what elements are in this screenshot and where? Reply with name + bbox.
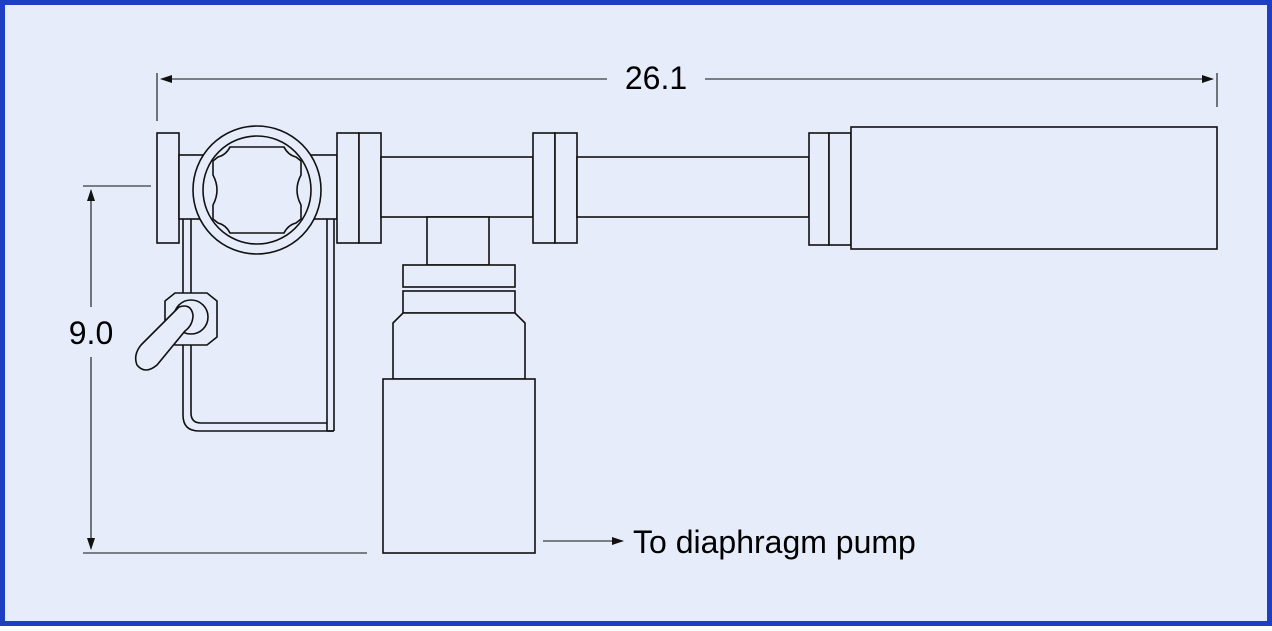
width-dimension-label: 26.1 [625, 60, 687, 96]
bypass-valve [134, 292, 218, 371]
height-dimension: 9.0 [69, 185, 367, 554]
right-flanges [808, 132, 852, 246]
gate-valve [192, 125, 322, 255]
pump-pointer: To diaphragm pump [543, 524, 916, 560]
tee-pipe [380, 156, 534, 266]
pump-trap [382, 264, 536, 554]
width-dimension: 26.1 [156, 60, 1218, 121]
vacuum-assembly-diagram: 26.1 9.0 [69, 60, 1218, 560]
chamber-cylinder [850, 126, 1218, 250]
pump-label: To diaphragm pump [633, 524, 916, 560]
main-pipe [576, 156, 810, 218]
middle-flanges [532, 132, 578, 244]
height-dimension-label: 9.0 [69, 315, 113, 351]
bypass-tubing [182, 215, 335, 432]
valve-right-flanges [336, 132, 382, 244]
